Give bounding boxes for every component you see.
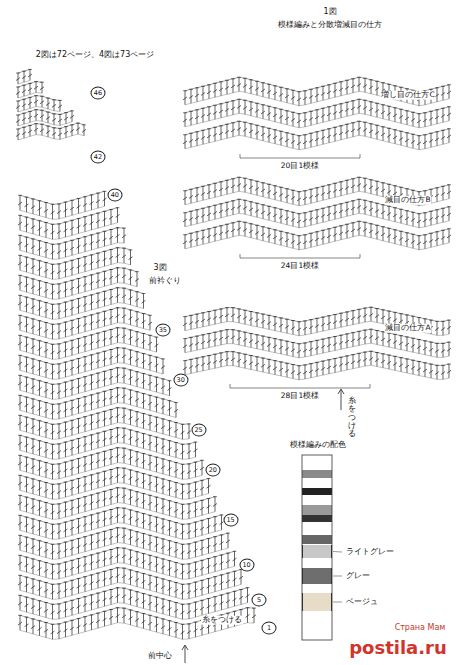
stripe bbox=[302, 505, 332, 515]
note-text: 3図 bbox=[152, 263, 167, 272]
stripe bbox=[302, 515, 332, 522]
pattern-block bbox=[183, 177, 451, 250]
row-number: 1 bbox=[262, 622, 277, 635]
center-arrow bbox=[185, 646, 186, 663]
row-base bbox=[20, 523, 222, 540]
row-number: 35 bbox=[155, 324, 170, 337]
note-text: 減目の仕方B bbox=[384, 196, 431, 205]
legend-label: ライトグレー bbox=[345, 548, 395, 557]
note-text: 前衿ぐり bbox=[148, 277, 182, 286]
arrow-head bbox=[182, 645, 188, 650]
note-text: 糸をつける bbox=[347, 397, 357, 438]
stitch-symbols bbox=[183, 177, 451, 250]
stripe bbox=[302, 470, 332, 478]
leader-line bbox=[333, 551, 342, 553]
row-number: 25 bbox=[191, 424, 206, 437]
row-number: 15 bbox=[223, 514, 238, 527]
row-base bbox=[20, 303, 144, 320]
row-base bbox=[20, 343, 157, 360]
color-swatch bbox=[302, 593, 332, 611]
note-text: 前中心 bbox=[147, 652, 173, 661]
neck-piece-chart bbox=[16, 69, 86, 140]
watermark: postila.ru bbox=[348, 638, 448, 659]
row-number: 10 bbox=[239, 559, 254, 572]
repeat-bracket bbox=[240, 154, 360, 158]
stripe-column bbox=[302, 455, 332, 645]
stitch-symbols bbox=[183, 307, 451, 380]
chain-line bbox=[20, 248, 131, 265]
stitch-symbols bbox=[16, 69, 86, 140]
stripe-frame bbox=[302, 455, 332, 640]
note-text: 模様編みと分散増減目の仕方 bbox=[277, 21, 383, 30]
watermark: Страна Мам bbox=[394, 623, 447, 632]
row-number: 46 bbox=[91, 87, 106, 100]
note-text: 20目1模様 bbox=[280, 162, 320, 171]
stripe bbox=[302, 455, 332, 470]
note-text: 増し目の仕方C bbox=[380, 91, 435, 100]
row-number: 40 bbox=[107, 189, 122, 202]
stripe bbox=[302, 495, 332, 505]
row-number: 30 bbox=[173, 374, 188, 387]
note-text: 2図は72ページ、4図は73ページ bbox=[35, 50, 156, 59]
row-base bbox=[18, 121, 72, 126]
row-base bbox=[20, 483, 209, 500]
chain-line bbox=[20, 588, 248, 605]
repeat-bracket bbox=[240, 254, 360, 258]
legend-leaders bbox=[333, 552, 342, 603]
note-text: 模様編みの配色 bbox=[289, 441, 347, 450]
chain-line bbox=[18, 110, 72, 115]
chain-line bbox=[20, 508, 222, 525]
pattern-block bbox=[183, 77, 451, 150]
stripe bbox=[302, 535, 332, 544]
row-base bbox=[20, 263, 131, 280]
legend-label: グレー bbox=[345, 572, 371, 581]
row-number: 5 bbox=[252, 594, 267, 607]
note-text: 糸をつける bbox=[201, 616, 243, 625]
leader-line bbox=[333, 576, 342, 577]
front-chart bbox=[18, 191, 256, 639]
color-swatch bbox=[302, 545, 332, 558]
repeat-bracket bbox=[230, 384, 370, 388]
stripe bbox=[302, 488, 332, 495]
stitch-symbols bbox=[183, 77, 451, 150]
stitch-symbols bbox=[18, 191, 256, 639]
note-text: 28目1模様 bbox=[280, 392, 320, 401]
start-arrow bbox=[341, 390, 342, 410]
legend-label: ベージュ bbox=[345, 598, 379, 607]
note-text: 1図 bbox=[322, 7, 337, 16]
stripe bbox=[302, 478, 332, 488]
arrow-head bbox=[338, 389, 344, 394]
row-base bbox=[20, 383, 170, 400]
leader-line bbox=[333, 602, 342, 603]
pattern-block bbox=[183, 307, 451, 380]
color-swatch bbox=[302, 568, 332, 584]
stripe bbox=[302, 544, 332, 645]
row-base bbox=[18, 134, 84, 140]
note-text: 24目1模様 bbox=[280, 262, 320, 271]
row-number: 20 bbox=[205, 464, 220, 477]
row-number: 42 bbox=[91, 151, 106, 164]
chain-line bbox=[20, 468, 209, 485]
stripe bbox=[302, 522, 332, 535]
chain-line bbox=[20, 368, 170, 385]
note-text: 減目の仕方A bbox=[384, 324, 431, 333]
